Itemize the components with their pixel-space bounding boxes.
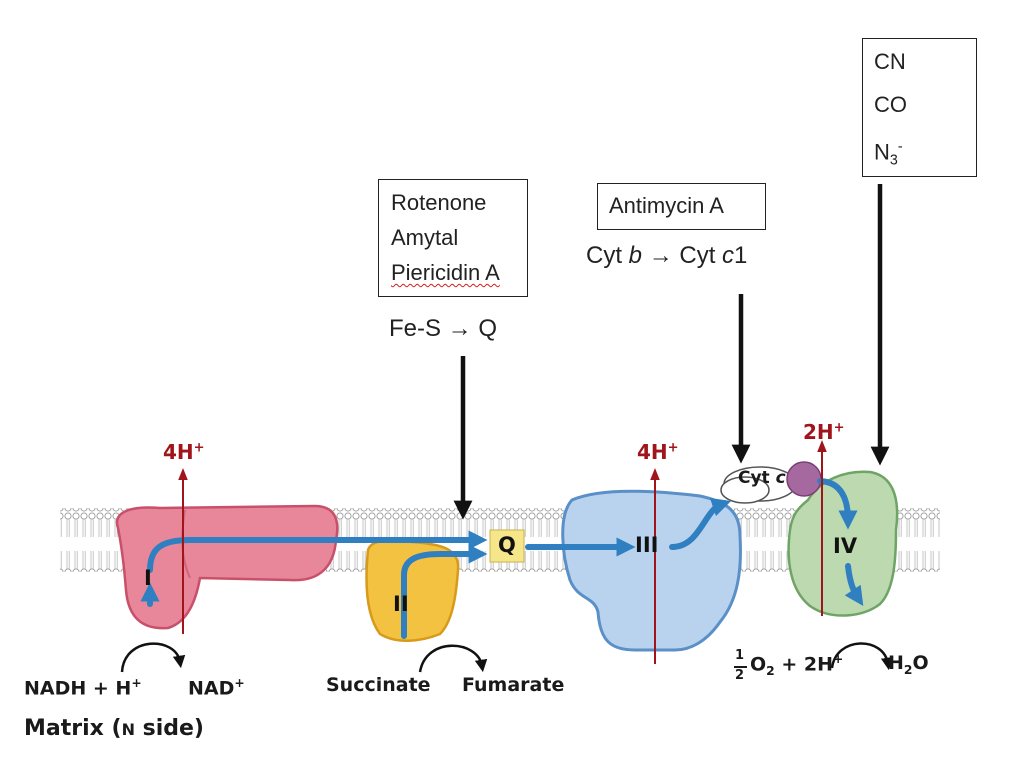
fe-s-q-site-label: Fe-S → Q xyxy=(389,315,498,342)
nadh-sup: + xyxy=(131,676,142,690)
proton-4-sup: + xyxy=(833,420,845,436)
cyt-c-shape xyxy=(720,461,822,504)
inhibitor-arrows xyxy=(453,184,890,520)
water-h: H xyxy=(888,652,904,674)
water-label: H2O xyxy=(888,652,929,677)
o2-plus: + 2H xyxy=(774,653,834,676)
site-text-3: 1 xyxy=(734,242,748,269)
complex-4-label: IV xyxy=(833,534,858,558)
cyt-c-italic: c xyxy=(775,468,786,488)
proton-1-sup: + xyxy=(193,440,205,456)
proton-1-base: 4H xyxy=(163,440,194,464)
water-sub: 2 xyxy=(903,662,913,677)
matrix-main: Matrix ( xyxy=(24,716,122,741)
complex-1-label: I xyxy=(144,566,152,590)
proton-3-base: 4H xyxy=(637,440,668,464)
succinate-label: Succinate xyxy=(326,674,431,696)
fumarate-label: Fumarate xyxy=(462,674,565,696)
rotenone-inhibitor-box xyxy=(378,179,528,297)
electron-flow xyxy=(140,478,864,639)
azide-label: N3- xyxy=(874,132,903,177)
antimycin-label: Antimycin A xyxy=(609,193,724,218)
proton-label-complex-3: 4H+ xyxy=(637,440,679,464)
site-text-1: Cyt xyxy=(586,242,629,269)
nadh-text: NADH + H xyxy=(24,677,132,700)
cyt-c-text: Cyt xyxy=(738,468,776,488)
cyt-b-c1-site-label: Cyt b → Cyt c1 xyxy=(586,242,747,270)
matrix-side-label: Matrix (N side) xyxy=(24,716,204,741)
o2-fraction-den: 2 xyxy=(735,668,745,683)
water-o: O xyxy=(912,652,929,674)
amytal-label: Amytal xyxy=(391,225,459,250)
proton-arrows xyxy=(178,440,827,664)
piericidin-label: Piericidin A xyxy=(391,260,500,285)
matrix-rest: side) xyxy=(134,716,204,741)
o2-sub: 2 xyxy=(766,664,775,679)
azide-n: N xyxy=(874,139,890,165)
cyanide-inhibitor-box xyxy=(862,38,977,177)
cn-label: CN xyxy=(874,49,906,74)
complex-4-shape xyxy=(787,470,899,617)
nad-text: NAD xyxy=(188,677,235,700)
rotenone-label: Rotenone xyxy=(391,190,487,215)
cyt-c-label: Cyt c xyxy=(738,468,786,488)
azide-sub: 3 xyxy=(889,152,898,169)
complex-3-label: III xyxy=(635,533,659,557)
o2-label: O2 + 2H+ xyxy=(750,652,843,678)
o2-fraction-num: 1 xyxy=(735,648,745,663)
complex-3-shape xyxy=(561,489,742,652)
azide-sup: - xyxy=(897,139,903,155)
o2-text: O xyxy=(750,653,767,676)
proton-3-sup: + xyxy=(667,440,679,456)
co-label: CO xyxy=(874,92,907,117)
q-label: Q xyxy=(498,533,516,557)
site-text-b: b xyxy=(628,242,643,269)
nadh-label: NADH + H+ xyxy=(24,676,142,699)
q-box xyxy=(489,529,525,563)
site-text-2: → Cyt xyxy=(642,242,723,269)
proton-4-base: 2H xyxy=(803,420,834,444)
reaction-arcs xyxy=(120,642,894,673)
antimycin-inhibitor-box xyxy=(597,183,766,230)
matrix-n: N xyxy=(121,720,135,739)
o2-sup: + xyxy=(833,652,844,666)
proton-label-complex-1: 4H+ xyxy=(163,440,205,464)
proton-label-complex-4: 2H+ xyxy=(803,420,845,444)
nad-label: NAD+ xyxy=(188,676,245,699)
site-text-c: c xyxy=(722,242,735,269)
complex-2-label: II xyxy=(393,592,409,616)
nad-sup: + xyxy=(234,676,245,690)
